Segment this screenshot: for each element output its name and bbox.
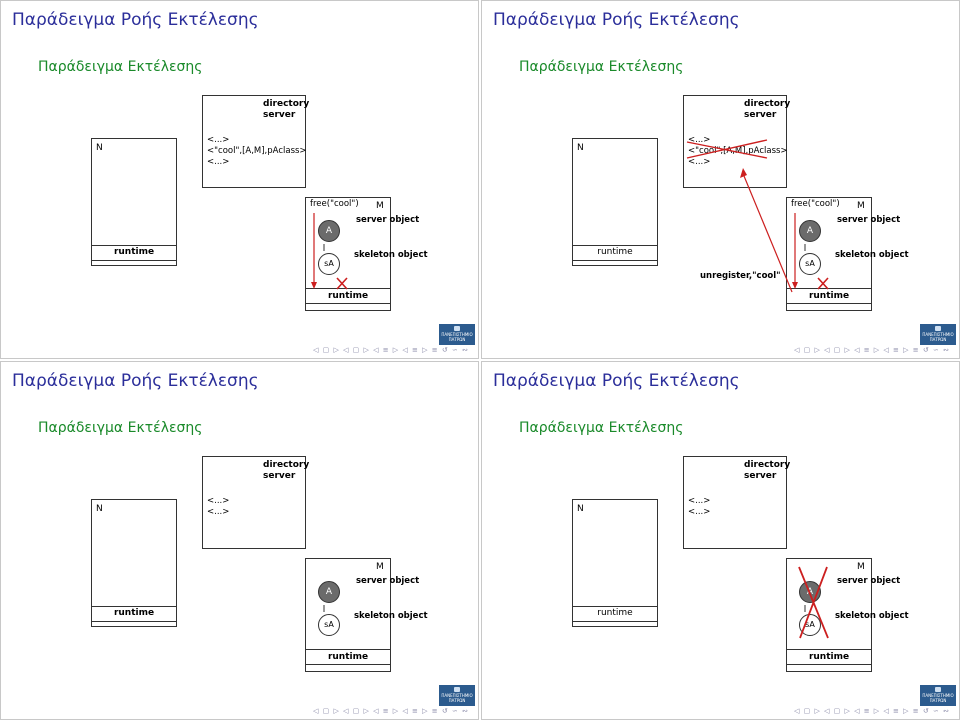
runtime-bar	[306, 649, 390, 665]
directory-entry: <...>	[207, 496, 230, 506]
beamer-nav-bar[interactable]: ◁ ▢ ▷ ◁ ▢ ▷ ◁ ≡ ▷ ◁ ≡ ▷ ≡ ↺ ∽ ∾	[313, 346, 469, 354]
slide-title: Παράδειγμα Ροής Εκτέλεσης	[12, 10, 259, 30]
runtime-bar	[92, 606, 176, 622]
directory-server-label: directory server	[744, 99, 791, 120]
runtime-bar	[573, 245, 657, 261]
server-object-label: server object	[837, 576, 901, 586]
beamer-nav-bar[interactable]: ◁ ▢ ▷ ◁ ▢ ▷ ◁ ≡ ▷ ◁ ≡ ▷ ≡ ↺ ∽ ∾	[794, 346, 950, 354]
directory-entry: <...>	[688, 157, 711, 167]
runtime-bar	[787, 649, 871, 665]
server-object-label: server object	[356, 576, 420, 586]
university-logo: ΠΑΝΕΠΙΣΤΗΜΙΟ ΠΑΤΡΩΝ	[920, 685, 956, 706]
skeleton-object-label: skeleton object	[835, 611, 909, 621]
directory-server-label: directory server	[744, 460, 791, 481]
slide-subtitle: Παράδειγμα Εκτέλεσης	[519, 59, 684, 75]
directory-entry: <...>	[207, 135, 230, 145]
node-n-box: N runtime	[91, 499, 177, 627]
runtime-label: runtime	[808, 652, 850, 662]
directory-server-box: directory server <...> <...>	[683, 456, 791, 549]
skeleton-object-sa: sA	[318, 253, 340, 275]
directory-entry: <...>	[207, 507, 230, 517]
logo-emblem-icon	[454, 326, 460, 331]
directory-entries: <...> <...>	[688, 496, 710, 518]
skeleton-object-label: skeleton object	[354, 250, 428, 260]
server-object-label: server object	[837, 215, 901, 225]
unregister-message-label: unregister,"cool"	[700, 271, 781, 281]
server-object-a: A	[318, 220, 340, 242]
slide-title: Παράδειγμα Ροής Εκτέλεσης	[493, 371, 740, 391]
directory-entry: <...>	[688, 135, 711, 145]
node-n-label: N	[577, 504, 584, 514]
slide-1: Παράδειγμα Ροής Εκτέλεσης Παράδειγμα Εκτ…	[0, 0, 479, 359]
skeleton-object-label: skeleton object	[835, 250, 909, 260]
node-m-label: M	[857, 201, 865, 211]
skeleton-object-sa: sA	[799, 253, 821, 275]
runtime-bar	[92, 245, 176, 261]
runtime-label: runtime	[327, 652, 369, 662]
runtime-label: runtime	[597, 608, 633, 618]
free-call-label: free("cool")	[791, 199, 840, 209]
directory-entry: <...>	[688, 507, 711, 517]
slide-title: Παράδειγμα Ροής Εκτέλεσης	[493, 10, 740, 30]
node-m-box: M A server object sA skeleton object run…	[305, 558, 428, 672]
slide-4: Παράδειγμα Ροής Εκτέλεσης Παράδειγμα Εκτ…	[481, 361, 960, 720]
directory-entries: <...> <"cool",[A,M],pAclass> <...>	[688, 135, 788, 168]
runtime-bar	[573, 606, 657, 622]
beamer-nav-bar[interactable]: ◁ ▢ ▷ ◁ ▢ ▷ ◁ ≡ ▷ ◁ ≡ ▷ ≡ ↺ ∽ ∾	[313, 707, 469, 715]
free-call-label: free("cool")	[310, 199, 359, 209]
slide-subtitle: Παράδειγμα Εκτέλεσης	[38, 420, 203, 436]
runtime-label: runtime	[808, 291, 850, 301]
server-object-a: A	[799, 581, 821, 603]
directory-entries: <...> <"cool",[A,M],pAclass> <...>	[207, 135, 307, 168]
node-m-box: M A server object sA skeleton object run…	[786, 558, 909, 672]
node-n-label: N	[96, 504, 103, 514]
skeleton-object-sa: sA	[799, 614, 821, 636]
directory-server-box: directory server <...> <...>	[202, 456, 310, 549]
slide-3: Παράδειγμα Ροής Εκτέλεσης Παράδειγμα Εκτ…	[0, 361, 479, 720]
node-m-label: M	[857, 562, 865, 572]
runtime-label: runtime	[113, 608, 155, 618]
node-n-box: N runtime	[572, 499, 658, 627]
beamer-nav-bar[interactable]: ◁ ▢ ▷ ◁ ▢ ▷ ◁ ≡ ▷ ◁ ≡ ▷ ≡ ↺ ∽ ∾	[794, 707, 950, 715]
directory-entry: <...>	[688, 496, 711, 506]
server-object-label: server object	[356, 215, 420, 225]
skeleton-object-sa: sA	[318, 614, 340, 636]
directory-entry: <"cool",[A,M],pAclass>	[207, 146, 307, 156]
slide-title: Παράδειγμα Ροής Εκτέλεσης	[12, 371, 259, 391]
university-logo: ΠΑΝΕΠΙΣΤΗΜΙΟ ΠΑΤΡΩΝ	[439, 685, 475, 706]
slide-subtitle: Παράδειγμα Εκτέλεσης	[38, 59, 203, 75]
node-m-label: M	[376, 201, 384, 211]
node-n-label: N	[577, 143, 584, 153]
university-logo: ΠΑΝΕΠΙΣΤΗΜΙΟ ΠΑΤΡΩΝ	[920, 324, 956, 345]
university-logo: ΠΑΝΕΠΙΣΤΗΜΙΟ ΠΑΤΡΩΝ	[439, 324, 475, 345]
slide-subtitle: Παράδειγμα Εκτέλεσης	[519, 420, 684, 436]
skeleton-object-label: skeleton object	[354, 611, 428, 621]
directory-server-label: directory server	[263, 460, 310, 481]
runtime-bar	[306, 288, 390, 304]
server-object-a: A	[799, 220, 821, 242]
runtime-label: runtime	[113, 247, 155, 257]
runtime-bar	[787, 288, 871, 304]
server-object-a: A	[318, 581, 340, 603]
node-m-label: M	[376, 562, 384, 572]
directory-entries: <...> <...>	[207, 496, 229, 518]
runtime-label: runtime	[327, 291, 369, 301]
node-n-box: N runtime	[91, 138, 177, 266]
node-n-label: N	[96, 143, 103, 153]
logo-emblem-icon	[935, 326, 941, 331]
node-n-box: N runtime	[572, 138, 658, 266]
directory-entry: <"cool",[A,M],pAclass>	[688, 146, 788, 156]
slide-2: Παράδειγμα Ροής Εκτέλεσης Παράδειγμα Εκτ…	[481, 0, 960, 359]
directory-server-box: directory server <...> <"cool",[A,M],pAc…	[683, 95, 791, 188]
node-m-box: free("cool") M A server object sA skelet…	[305, 197, 428, 311]
directory-server-box: directory server <...> <"cool",[A,M],pAc…	[202, 95, 310, 188]
directory-server-label: directory server	[263, 99, 310, 120]
logo-emblem-icon	[454, 687, 460, 692]
node-m-box: free("cool") M A server object sA skelet…	[786, 197, 909, 311]
logo-emblem-icon	[935, 687, 941, 692]
directory-entry: <...>	[207, 157, 230, 167]
runtime-label: runtime	[597, 247, 633, 257]
